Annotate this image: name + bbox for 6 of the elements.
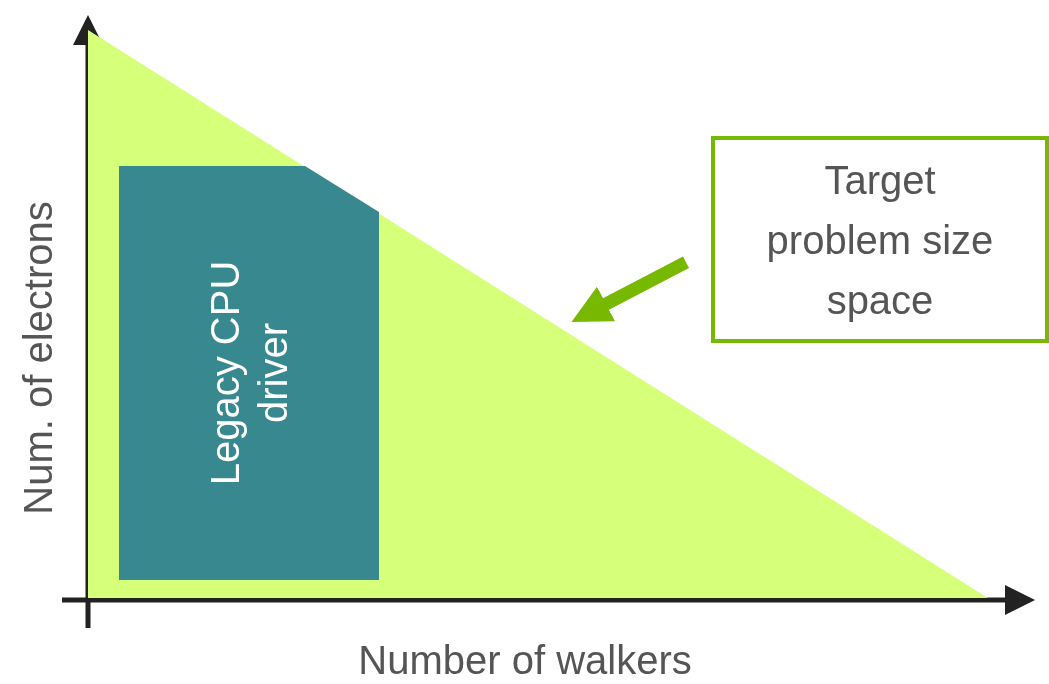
arrow	[571, 256, 689, 322]
callout-text: Target problem size space	[765, 156, 995, 324]
y-axis-title: Num. of electrons	[15, 201, 61, 515]
x-axis-title: Number of walkers	[358, 637, 692, 683]
callout-box	[711, 136, 1049, 343]
region-label: Legacy CPU driver	[202, 259, 296, 488]
